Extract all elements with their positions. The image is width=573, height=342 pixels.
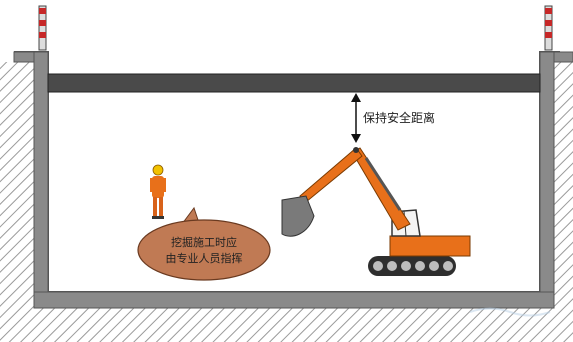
worker-figure-icon	[150, 164, 166, 219]
pipe-beam	[47, 73, 541, 93]
bottom-soil	[0, 308, 573, 342]
warning-post-icon	[544, 5, 553, 51]
speech-line-1: 挖掘施工时应	[171, 235, 237, 249]
left-soil	[0, 62, 36, 322]
safety-distance-label: 保持安全距离	[363, 110, 435, 125]
pit-walls	[13, 51, 573, 309]
watermark	[469, 307, 551, 317]
speech-bubble	[137, 206, 271, 281]
right-soil	[554, 62, 573, 322]
excavator-icon	[281, 147, 471, 276]
safety-distance-arrow	[351, 93, 361, 143]
warning-post-icon	[38, 5, 47, 51]
speech-line-2: 由专业人员指挥	[166, 251, 243, 265]
